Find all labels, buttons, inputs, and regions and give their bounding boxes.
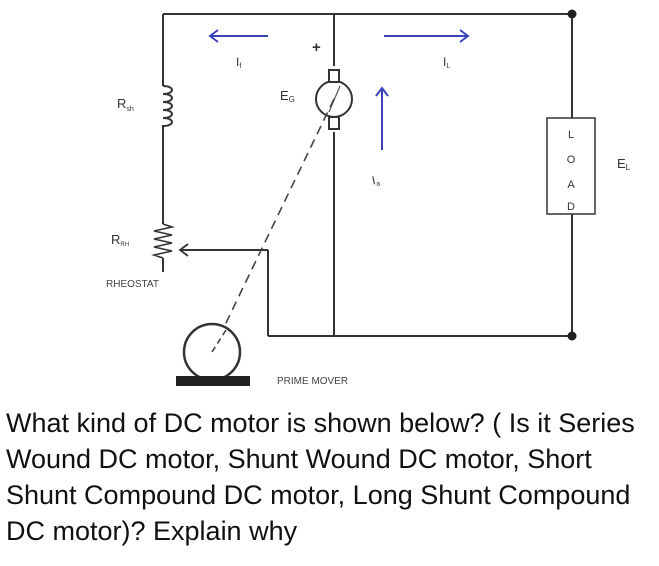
rheostat-wiper-arrow — [178, 243, 189, 257]
current-arrows — [208, 29, 470, 150]
terminal-top — [567, 9, 577, 19]
load-letter-o: O — [567, 154, 576, 166]
rheostat-resistance-label: RRH — [111, 232, 129, 248]
brush-bottom — [328, 116, 340, 130]
shaft-coupling — [211, 98, 335, 353]
plus-sign: + — [312, 39, 321, 56]
load-current-arrowhead — [459, 29, 470, 43]
field-current-label: If — [236, 55, 241, 70]
armature-current-label: Ia — [371, 172, 381, 188]
rheostat-resistor — [151, 223, 175, 259]
brush-top — [328, 69, 340, 83]
terminal-voltage-label: EL — [617, 156, 631, 172]
field-current-arrowhead — [208, 29, 219, 43]
load-letter-d: D — [567, 201, 575, 213]
terminal-bottom — [567, 331, 577, 341]
rheostat-label: RHEOSTAT — [106, 279, 159, 290]
load-current-label: IL — [443, 55, 450, 70]
prime-mover-shaft — [211, 329, 227, 353]
load-letter-a: A — [567, 179, 575, 191]
generated-emf-label: EG — [280, 88, 295, 104]
field-resistance-label: Rsh — [117, 96, 134, 113]
circuit-diagram: L O A D If IL Ia + EG Rsh RRH RHEOSTAT E… — [106, 9, 631, 387]
load-box — [546, 117, 596, 215]
armature-mark — [328, 85, 341, 113]
armature-current-arrowhead — [375, 86, 389, 97]
field-coil — [162, 85, 173, 128]
load-letter-l: L — [568, 129, 574, 141]
prime-mover-label: PRIME MOVER — [277, 376, 348, 387]
wires — [162, 13, 573, 337]
prime-mover-base — [176, 376, 250, 386]
question-text: What kind of DC motor is shown below? ( … — [6, 408, 635, 546]
